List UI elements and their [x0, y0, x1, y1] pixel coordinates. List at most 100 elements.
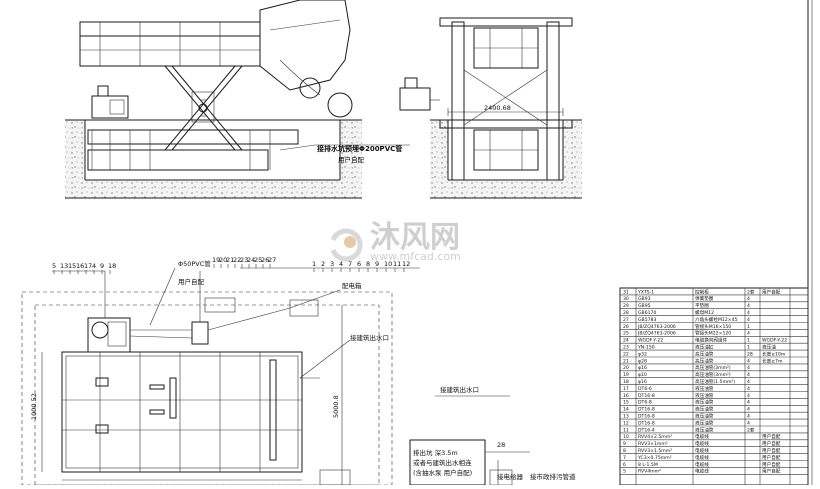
- table-cell: WGDF-Y-22: [638, 338, 663, 344]
- table-cell: DT16-8: [638, 414, 655, 420]
- pit-callout-number: 28: [497, 441, 505, 449]
- table-cell: 用户自配: [762, 440, 781, 447]
- table-cell: 1: [747, 345, 750, 351]
- table-cell: 4: [747, 365, 750, 371]
- callout-number: 12: [402, 260, 410, 268]
- table-cell: 控制柜: [695, 288, 709, 295]
- label-distribution-box: 配电箱: [342, 281, 362, 290]
- watermark-logo: [330, 228, 363, 262]
- table-cell: 4: [747, 303, 750, 309]
- table-cell: 高压油管(3mm²): [695, 364, 731, 371]
- callout-number: 24: [247, 256, 255, 264]
- callout-number: 3: [330, 260, 334, 268]
- table-cell: 1: [747, 324, 750, 330]
- table-cell: 高压油管(1.5mm²): [695, 378, 735, 385]
- table-cell: 12: [623, 420, 629, 426]
- table-cell: 9: [623, 441, 626, 447]
- table-cell: 电缆线: [695, 447, 709, 454]
- table-cell: 螺母M12: [695, 309, 714, 316]
- table-cell: YC3×0.75mm²: [637, 455, 672, 461]
- table-cell: 液压油管: [695, 399, 714, 406]
- table-cell: φ28: [638, 358, 647, 364]
- table-cell: RVV3×1.5mm²: [638, 448, 672, 454]
- table-cell: 4: [747, 400, 750, 406]
- label-pvc200: 接排水坑预埋Φ200PVC管: [317, 144, 402, 153]
- table-cell: JB/ZQ4763-2006: [637, 331, 676, 337]
- table-cell: 高压油管: [695, 357, 714, 364]
- table-cell: DT6-6: [638, 386, 652, 392]
- table-cell: WGDF-Y-22: [762, 338, 787, 344]
- table-cell: DT16-8: [638, 407, 655, 413]
- callout-number: 5: [52, 262, 56, 270]
- label-power: 接电给器: [497, 472, 524, 481]
- table-cell: 18: [623, 379, 629, 385]
- table-cell: 液压油管: [695, 385, 714, 392]
- table-cell: 4: [747, 407, 750, 413]
- table-cell: 平垫圈: [695, 302, 709, 309]
- table-cell: 电缆线: [695, 461, 709, 468]
- table-cell: 电缆线: [695, 468, 709, 475]
- table-cell: 用户自配: [762, 447, 781, 454]
- table-cell: 4: [747, 393, 750, 399]
- table-cell: 4: [747, 296, 750, 302]
- table-cell: 用户自配: [762, 288, 781, 295]
- table-cell: 28: [747, 351, 753, 357]
- table-cell: φ32: [638, 351, 647, 357]
- callout-number: 4: [92, 262, 96, 270]
- table-cell: 4: [747, 372, 750, 378]
- table-cell: GB95: [638, 303, 651, 309]
- table-cell: 19: [623, 372, 629, 378]
- table-cell: 4: [747, 420, 750, 426]
- pit-note-1: 排出坑 深3.5m: [413, 448, 458, 457]
- callout-number: 2: [321, 260, 325, 268]
- table-cell: DT16-4: [638, 427, 655, 433]
- label-drain-pipe: 接市政排污管道: [530, 472, 576, 481]
- table-cell: 液压油管: [695, 419, 714, 426]
- table-cell: 用户自配: [762, 433, 781, 440]
- table-cell: 高压油管(3mm²): [695, 371, 731, 378]
- callout-number: 27: [268, 256, 276, 264]
- table-cell: 8 L-1.5M: [638, 462, 658, 468]
- callout-number: 17: [84, 262, 92, 270]
- pit-note-3: (含抽水泵 用户自配): [413, 468, 472, 477]
- table-cell: 29: [623, 303, 629, 309]
- table-cell: RVV4mm²: [638, 469, 661, 475]
- table-cell: 4: [747, 379, 750, 385]
- table-cell: 4: [747, 317, 750, 323]
- callout-number: 9: [100, 262, 104, 270]
- table-cell: 17: [623, 386, 629, 392]
- table-cell: 21: [623, 358, 629, 364]
- callout-number: 23: [240, 256, 248, 264]
- watermark-brand: 沐风网: [370, 220, 460, 255]
- table-cell: 液压油管: [695, 406, 714, 413]
- table-cell: 电磁换向阀组件: [695, 337, 728, 344]
- table-cell: 六角头螺栓M12×45: [695, 316, 738, 323]
- label-user-supply-2: 用户自配: [178, 277, 205, 286]
- callout-number: 7: [348, 260, 352, 268]
- dim-right-vertical: 5000.8: [332, 395, 340, 418]
- callout-number: 21: [226, 256, 234, 264]
- table-cell: YXTS-1: [637, 289, 654, 295]
- table-cell: 15: [623, 400, 629, 406]
- table-cell: JB/ZQ4763-2006: [637, 324, 676, 330]
- table-cell: 28: [623, 310, 629, 316]
- table-cell: 用户自配: [762, 454, 781, 461]
- callout-number: 10: [384, 260, 392, 268]
- callout-number: 19: [212, 256, 220, 264]
- callout-number: 26: [261, 256, 269, 264]
- table-cell: 30: [623, 296, 629, 302]
- callout-number: 9: [375, 260, 379, 268]
- callout-number: 15: [68, 262, 76, 270]
- table-cell: 31: [623, 289, 629, 295]
- table-cell: 26: [623, 324, 629, 330]
- table-cell: 长度≥10m: [762, 350, 786, 357]
- table-cell: RVV4×2.5mm²: [638, 434, 672, 440]
- table-cell: 液压油管: [695, 426, 714, 433]
- label-pvc50: Φ50PVC管: [178, 259, 211, 268]
- table-cell: 16: [623, 393, 629, 399]
